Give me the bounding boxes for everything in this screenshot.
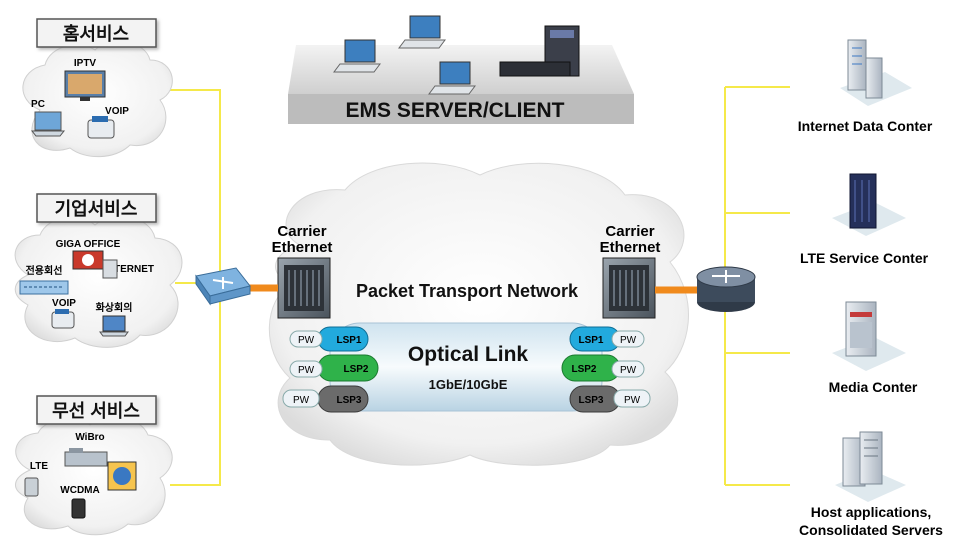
lte-label: LTE	[30, 461, 48, 472]
ems-server-icon	[499, 25, 580, 77]
wibro-device-icon	[64, 448, 108, 467]
media-center-label: Media Conter	[829, 379, 918, 395]
lte-service-center-label: LTE Service Conter	[800, 250, 929, 266]
lte-phone-icon	[24, 477, 39, 497]
network-label: Packet Transport Network	[356, 281, 579, 301]
lsp1-left-label: LSP1	[336, 335, 361, 346]
lsp2-right: LSP2	[561, 354, 621, 382]
wcdma-label: WCDMA	[60, 485, 99, 496]
media-server-icon	[832, 301, 906, 371]
lsp1-right-label: LSP1	[578, 335, 603, 346]
orange-uplinks	[246, 284, 697, 294]
ems-client-pc-icon	[333, 15, 476, 95]
optical-link-title: Optical Link	[408, 343, 529, 366]
giga-office-label: GIGA OFFICE	[56, 239, 121, 250]
voip-label-enterprise: VOIP	[52, 298, 76, 309]
ems-platform: EMS SERVER/CLIENT	[288, 15, 634, 124]
host-server-icon	[835, 431, 906, 502]
pw-left-1: PW	[298, 335, 315, 346]
carrier-left-line2: Ethernet	[272, 239, 333, 256]
wireless-router-icon	[107, 461, 137, 491]
lsp3-left: LSP3	[317, 385, 369, 413]
host-applications-label: Host applications,	[811, 504, 932, 520]
pc-icon	[30, 111, 66, 137]
consolidated-servers-label: Consolidated Servers	[799, 522, 943, 538]
home-service-cloud	[22, 40, 173, 158]
voip-phone-icon	[51, 309, 75, 329]
optical-link-speed: 1GbE/10GbE	[429, 377, 508, 392]
enterprise-service-title: 기업서비스	[55, 199, 138, 219]
pw-right-stack: PW PW PW	[611, 330, 651, 408]
iptv-icon	[64, 70, 106, 101]
lsp2-left-label: LSP2	[343, 364, 368, 375]
internet-icon	[102, 259, 118, 279]
voip-label-home: VOIP	[105, 106, 129, 117]
lsp3-right: LSP3	[569, 385, 621, 413]
optical-link-tube: Optical Link 1GbE/10GbE	[329, 322, 603, 412]
carrier-switch-right-icon	[602, 257, 656, 319]
iptv-label: IPTV	[74, 58, 97, 69]
lsp3-left-label: LSP3	[336, 395, 361, 406]
lsp2-right-label: LSP2	[571, 364, 596, 375]
pw-left-2: PW	[298, 365, 315, 376]
pw-left-3: PW	[293, 395, 310, 406]
access-switch-icon	[195, 267, 251, 306]
home-service-title: 홈서비스	[63, 23, 129, 44]
pw-right-2: PW	[620, 365, 637, 376]
carrier-right-line1: Carrier	[605, 223, 654, 240]
leased-line-label: 전용회선	[26, 264, 63, 277]
wibro-label: WiBro	[75, 432, 104, 443]
lte-service-server-icon	[832, 173, 906, 236]
ems-label: EMS SERVER/CLIENT	[346, 99, 565, 122]
internet-label: INTERNET	[104, 264, 154, 275]
pw-right-3: PW	[624, 395, 641, 406]
wireless-service-title-box: 무선 서비스	[36, 395, 157, 425]
wireless-service-title: 무선 서비스	[52, 401, 140, 421]
carrier-right-line2: Ethernet	[600, 239, 661, 256]
internet-data-center-label: Internet Data Conter	[798, 118, 933, 134]
core-router-icon	[696, 266, 756, 312]
pw-right-1: PW	[620, 335, 637, 346]
pw-left-stack: PW PW PW	[282, 330, 323, 408]
carrier-switch-left-icon	[277, 257, 331, 319]
leased-line-icon	[19, 280, 69, 295]
voip-phone-icon	[87, 116, 115, 139]
carrier-left-line1: Carrier	[277, 223, 326, 240]
lsp1-left: LSP1	[317, 326, 369, 352]
pc-label: PC	[31, 99, 45, 110]
data-center-server-icon	[840, 39, 912, 106]
video-conference-icon	[99, 315, 129, 337]
home-service-title-box: 홈서비스	[36, 18, 157, 48]
enterprise-service-title-box: 기업서비스	[36, 193, 157, 223]
lsp3-right-label: LSP3	[578, 395, 603, 406]
giga-office-icon	[72, 250, 104, 270]
video-conference-label: 화상회의	[96, 301, 133, 314]
lsp2-left: LSP2	[317, 354, 379, 382]
wcdma-phone-icon	[71, 498, 86, 519]
